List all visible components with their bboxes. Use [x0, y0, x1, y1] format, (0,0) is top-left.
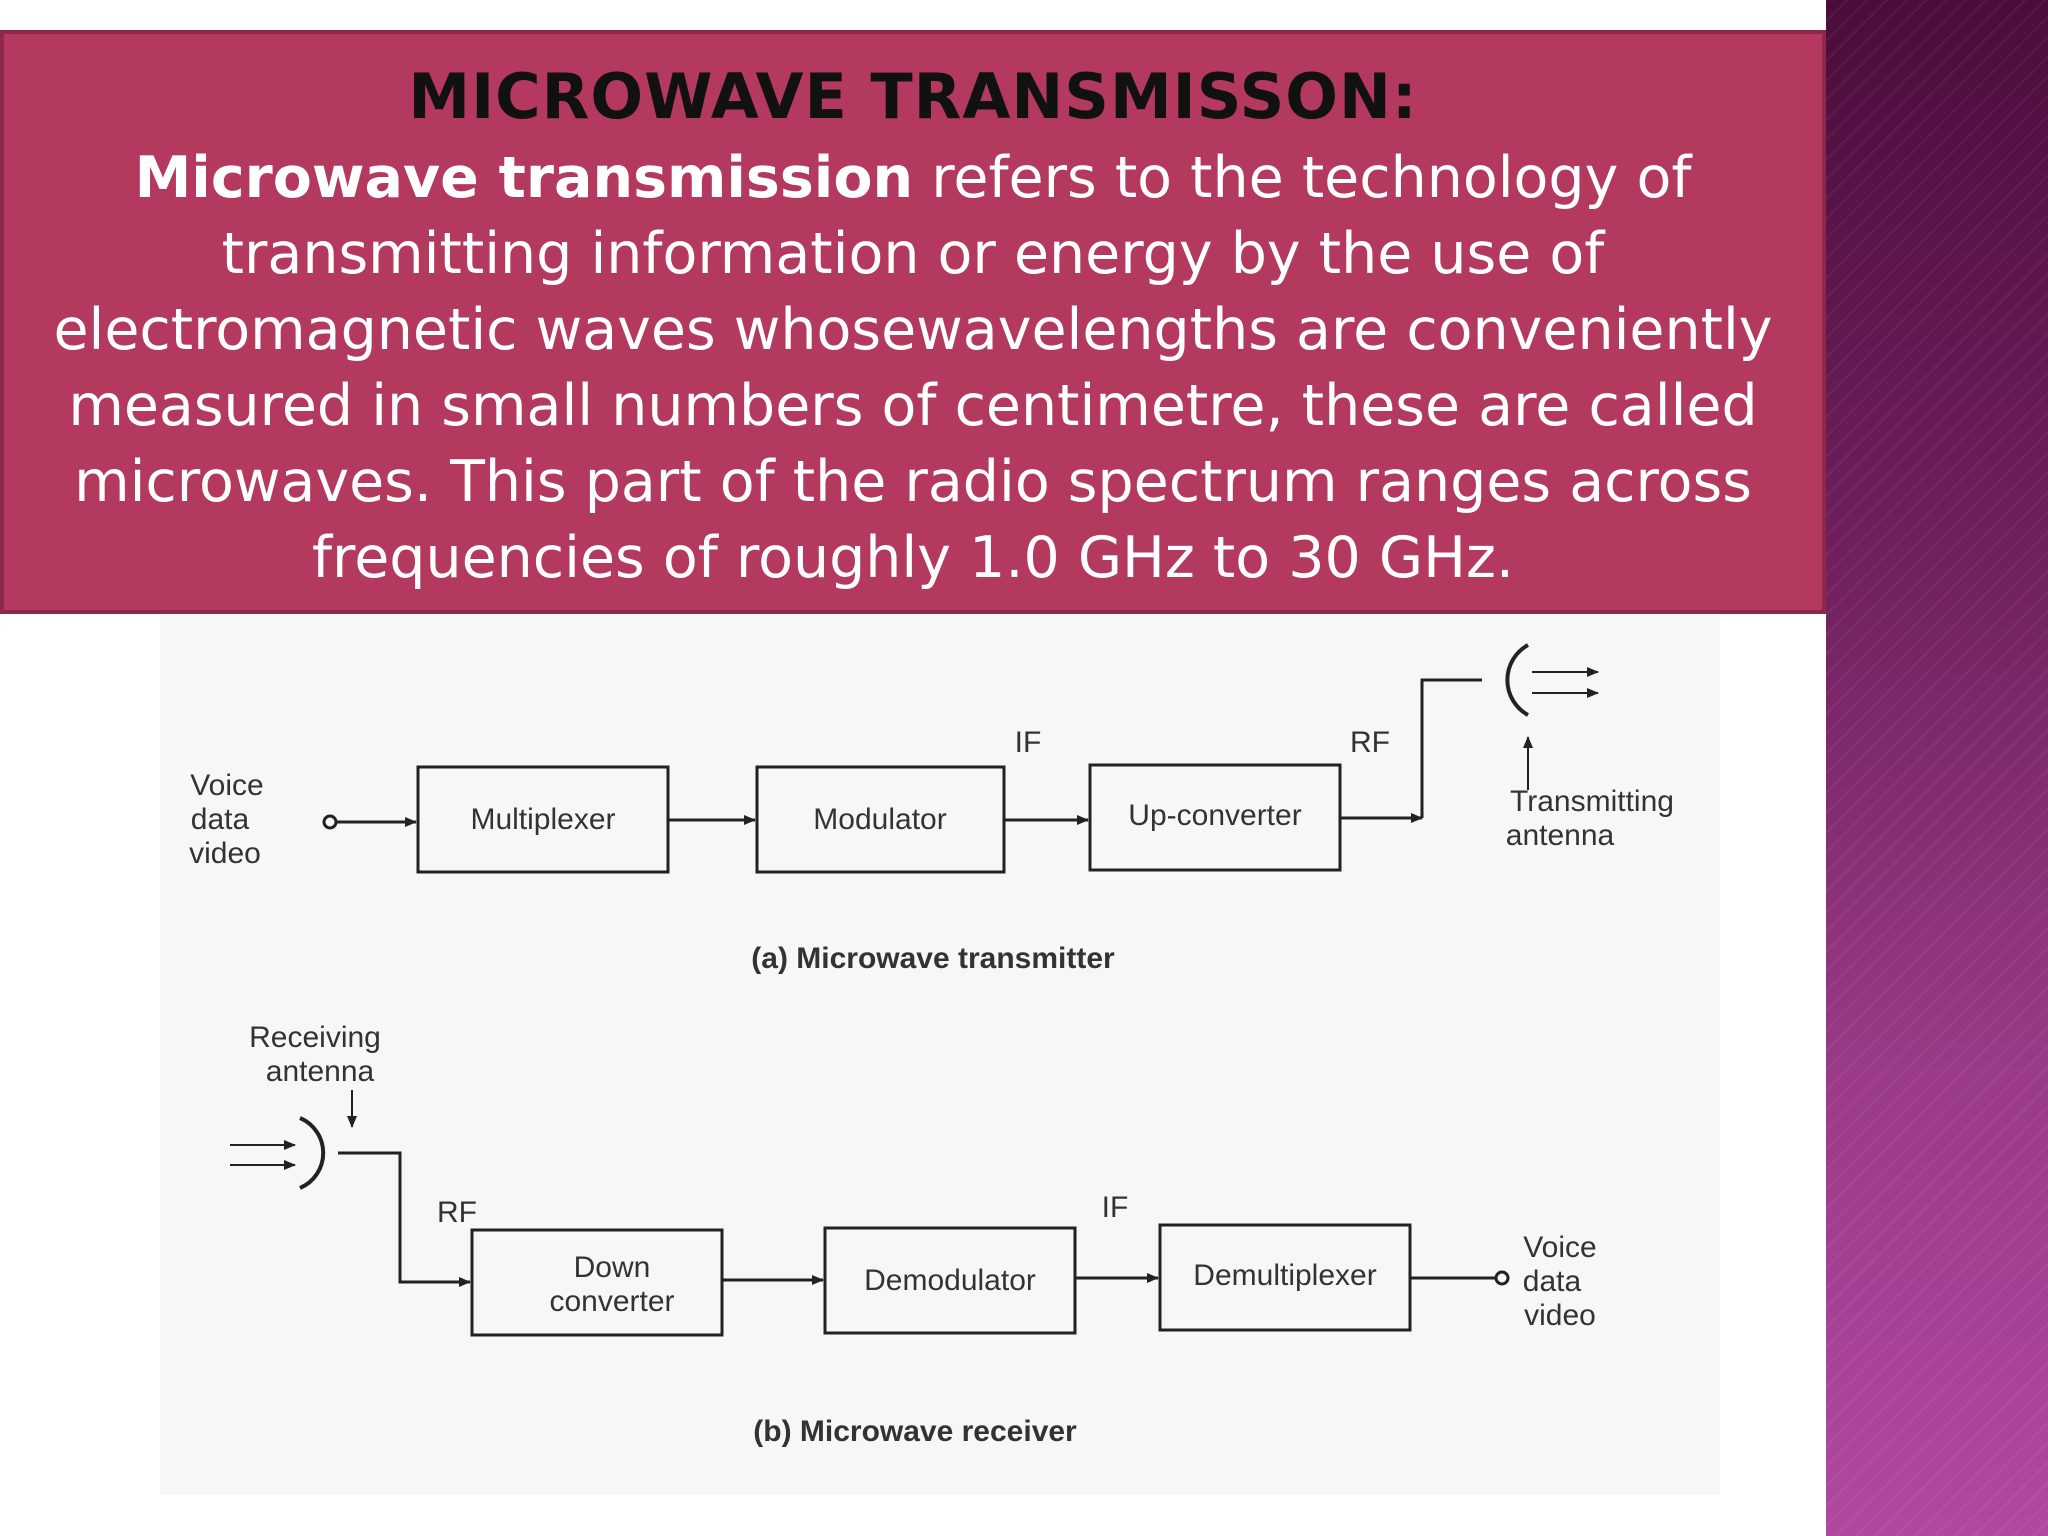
rx-demodulator-label: Demodulator: [864, 1264, 1036, 1297]
tx-caption: (a) Microwave transmitter: [751, 942, 1115, 975]
rx-output-terminal: [1494, 1270, 1510, 1286]
tx-input-terminal: [322, 814, 338, 830]
rx-demultiplexer-label: Demultiplexer: [1193, 1259, 1376, 1292]
description-lead: Microwave transmission: [134, 145, 914, 211]
tx-input-label-data: data: [191, 803, 250, 836]
tx-antenna-label-1: Transmitting: [1510, 785, 1674, 818]
tx-input-label-voice: Voice: [190, 769, 263, 802]
description-body: refers to the technology of transmitting…: [53, 145, 1773, 591]
rx-output-label-video: video: [1524, 1299, 1596, 1332]
tx-modulator-label: Modulator: [813, 803, 946, 836]
tx-if-label: IF: [1015, 726, 1042, 759]
tx-input-label-video: video: [189, 837, 261, 870]
tx-antenna-feed-line: [1420, 678, 1482, 818]
slide-title: MICROWAVE TRANSMISSON:: [408, 60, 1418, 133]
tx-multiplexer-label: Multiplexer: [470, 803, 615, 836]
header-panel: [0, 30, 1826, 614]
rx-antenna-label-1: Receiving: [249, 1021, 381, 1054]
rx-antenna-feed-line: [338, 1151, 471, 1287]
rx-rf-label: RF: [437, 1196, 477, 1229]
block-diagram: Voice data video Multiplexer Modulator I…: [160, 615, 1720, 1495]
rx-if-label: IF: [1102, 1191, 1129, 1224]
rx-output-label-data: data: [1523, 1265, 1582, 1298]
rx-downconverter-label-1: Down: [574, 1251, 651, 1284]
slide-description: Microwave transmission refers to the tec…: [30, 140, 1796, 596]
block-diagram-svg: Voice data video Multiplexer Modulator I…: [189, 643, 1674, 1448]
decorative-side-band: [1826, 0, 2048, 1536]
tx-antenna-label-2: antenna: [1506, 819, 1615, 852]
rx-antenna-dish: [299, 1116, 326, 1190]
tx-upconverter-label: Up-converter: [1128, 799, 1301, 832]
tx-antenna-dish: [1505, 643, 1530, 717]
rx-output-label-voice: Voice: [1523, 1231, 1596, 1264]
rx-caption: (b) Microwave receiver: [753, 1415, 1077, 1448]
rx-downconverter-block: [470, 1228, 724, 1337]
rx-demodulator-block: [823, 1226, 1077, 1335]
tx-rf-label: RF: [1350, 726, 1390, 759]
rx-antenna-label-2: antenna: [266, 1055, 375, 1088]
rx-downconverter-label-2: converter: [549, 1285, 674, 1318]
